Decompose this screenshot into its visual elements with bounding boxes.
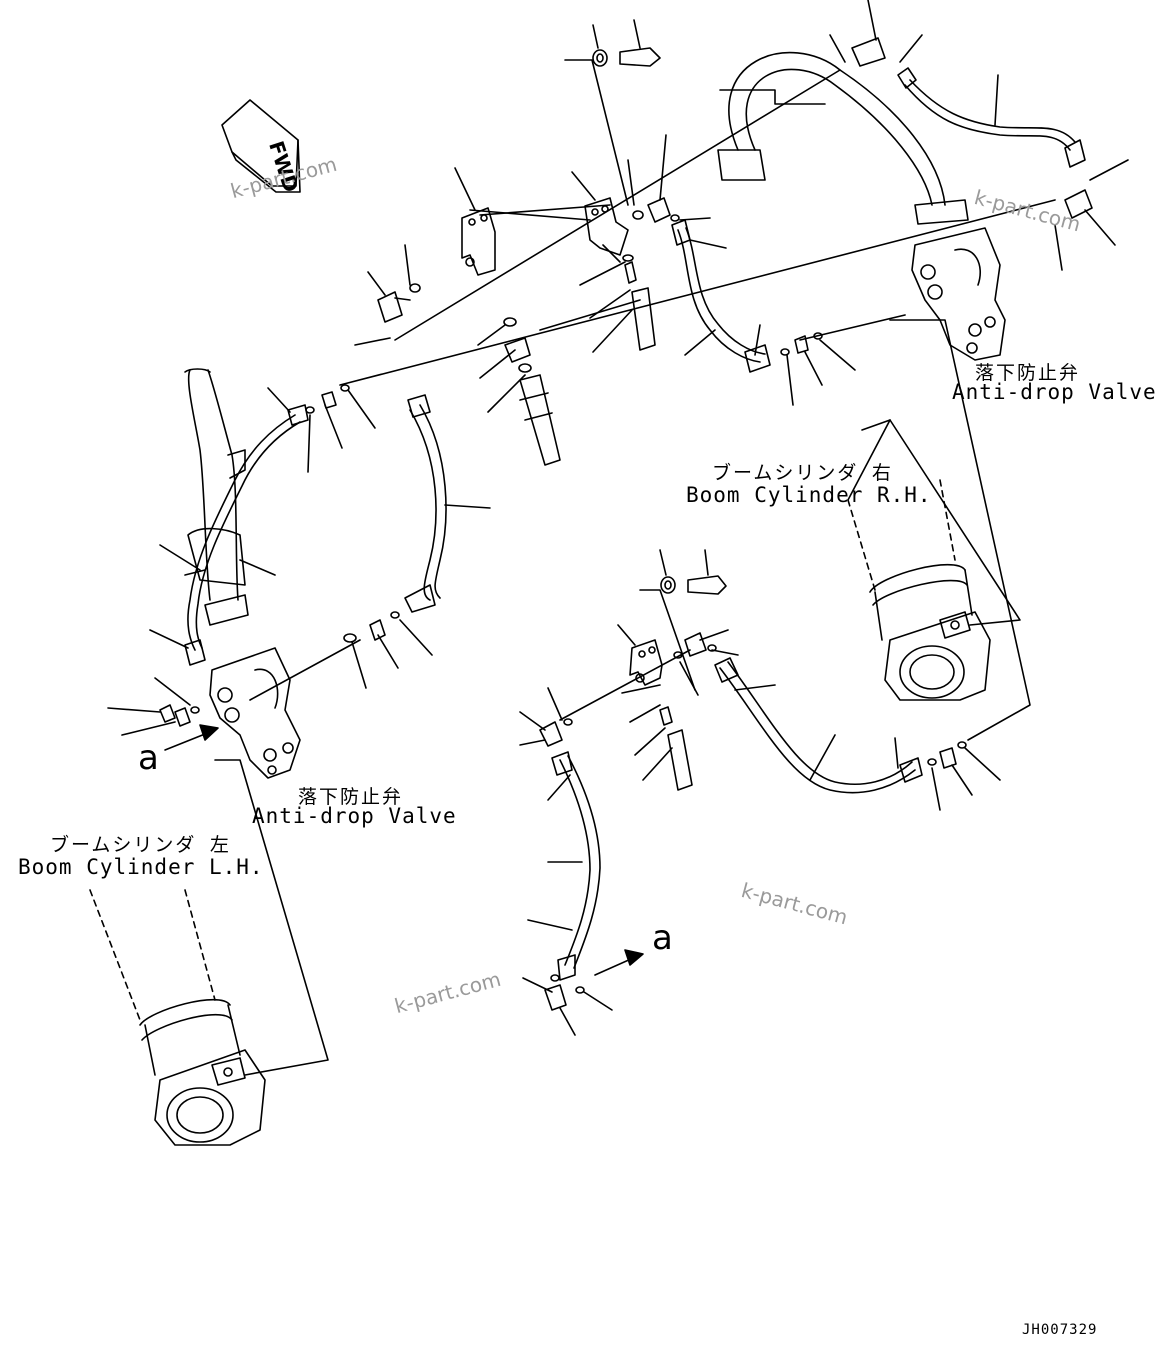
view-marker-a-right: a bbox=[652, 918, 673, 958]
fwd-arrow-icon bbox=[221, 99, 301, 193]
anti-drop-valve-rh-label-en: Anti-drop Valve bbox=[952, 380, 1157, 404]
boom-cylinder-lh-shape bbox=[89, 759, 329, 1146]
anti-drop-valve-lh-label-jp: 落下防止弁 bbox=[298, 786, 404, 808]
hose-right-lower bbox=[659, 319, 1031, 794]
hose-left-center bbox=[404, 394, 447, 613]
right-upper-hose bbox=[851, 37, 1093, 219]
bracket-upper-left bbox=[461, 207, 496, 276]
fittings-upper-center bbox=[305, 197, 823, 643]
callout-leaders bbox=[107, 0, 1129, 1036]
anti-drop-valve-lh-label-en: Anti-drop Valve bbox=[252, 804, 457, 828]
anti-drop-valve-lh-shape bbox=[159, 647, 301, 779]
boom-cylinder-rh-label-jp: ブームシリンダ 右 bbox=[712, 462, 893, 484]
hose-lower-center bbox=[539, 718, 601, 1011]
boom-cylinder-rh-label-en: Boom Cylinder R.H. bbox=[686, 483, 932, 507]
boom-cylinder-lh-label-en: Boom Cylinder L.H. bbox=[18, 855, 264, 879]
boom-cylinder-rh-shape bbox=[847, 419, 991, 701]
bolt-lower bbox=[639, 575, 727, 691]
drawing-id: JH007329 bbox=[1022, 1322, 1098, 1338]
left-upper-tube bbox=[184, 368, 249, 626]
boom-cylinder-lh-label-jp: ブームシリンダ 左 bbox=[50, 834, 231, 856]
hose-right-center bbox=[671, 219, 771, 373]
view-marker-a-left: a bbox=[138, 738, 159, 778]
right-upper-tube bbox=[717, 51, 969, 225]
bracket-lower bbox=[629, 639, 663, 686]
hose-left-outer bbox=[184, 404, 309, 666]
anti-drop-valve-rh-shape bbox=[911, 227, 1006, 361]
bolt-top bbox=[564, 47, 661, 206]
anti-drop-valve-rh-label-jp: 落下防止弁 bbox=[975, 362, 1081, 384]
